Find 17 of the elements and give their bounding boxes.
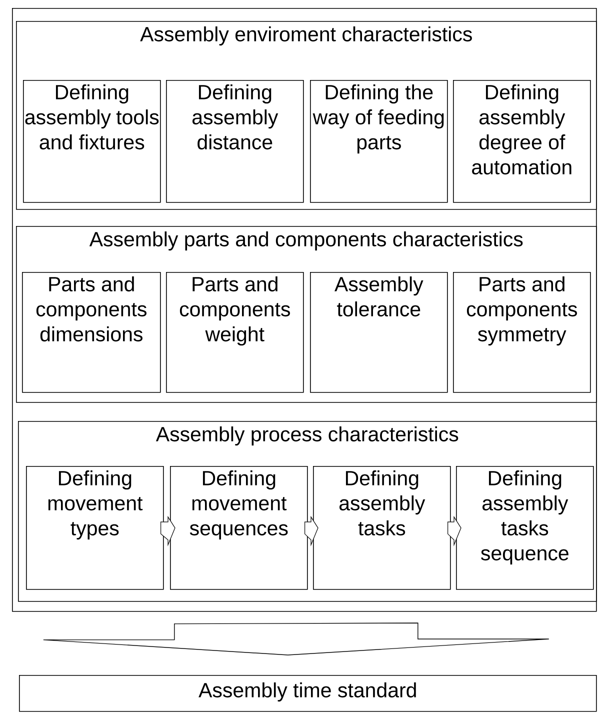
process-box: Defining movement sequences bbox=[170, 466, 308, 590]
process-box: Defining assembly tasks sequence bbox=[456, 466, 594, 590]
block-arrow bbox=[304, 516, 318, 546]
process-box: Defining the way of feeding parts bbox=[310, 80, 448, 203]
process-box: Defining assembly degree of automation bbox=[453, 80, 591, 203]
block-arrow bbox=[448, 516, 462, 546]
result-box: Assembly time standard bbox=[19, 675, 597, 712]
process-box: Assembly tolerance bbox=[310, 272, 448, 393]
process-box: Defining movement types bbox=[26, 466, 164, 590]
process-box: Parts and components dimensions bbox=[22, 272, 161, 393]
process-box: Parts and components symmetry bbox=[453, 272, 591, 393]
block-arrow bbox=[43, 622, 550, 656]
process-box: Defining assembly tasks bbox=[313, 466, 451, 590]
block-arrow bbox=[160, 516, 176, 546]
process-box: Defining assembly distance bbox=[166, 80, 304, 203]
process-box: Defining assembly tools and fixtures bbox=[23, 80, 161, 203]
process-box: Parts and components weight bbox=[166, 272, 304, 393]
